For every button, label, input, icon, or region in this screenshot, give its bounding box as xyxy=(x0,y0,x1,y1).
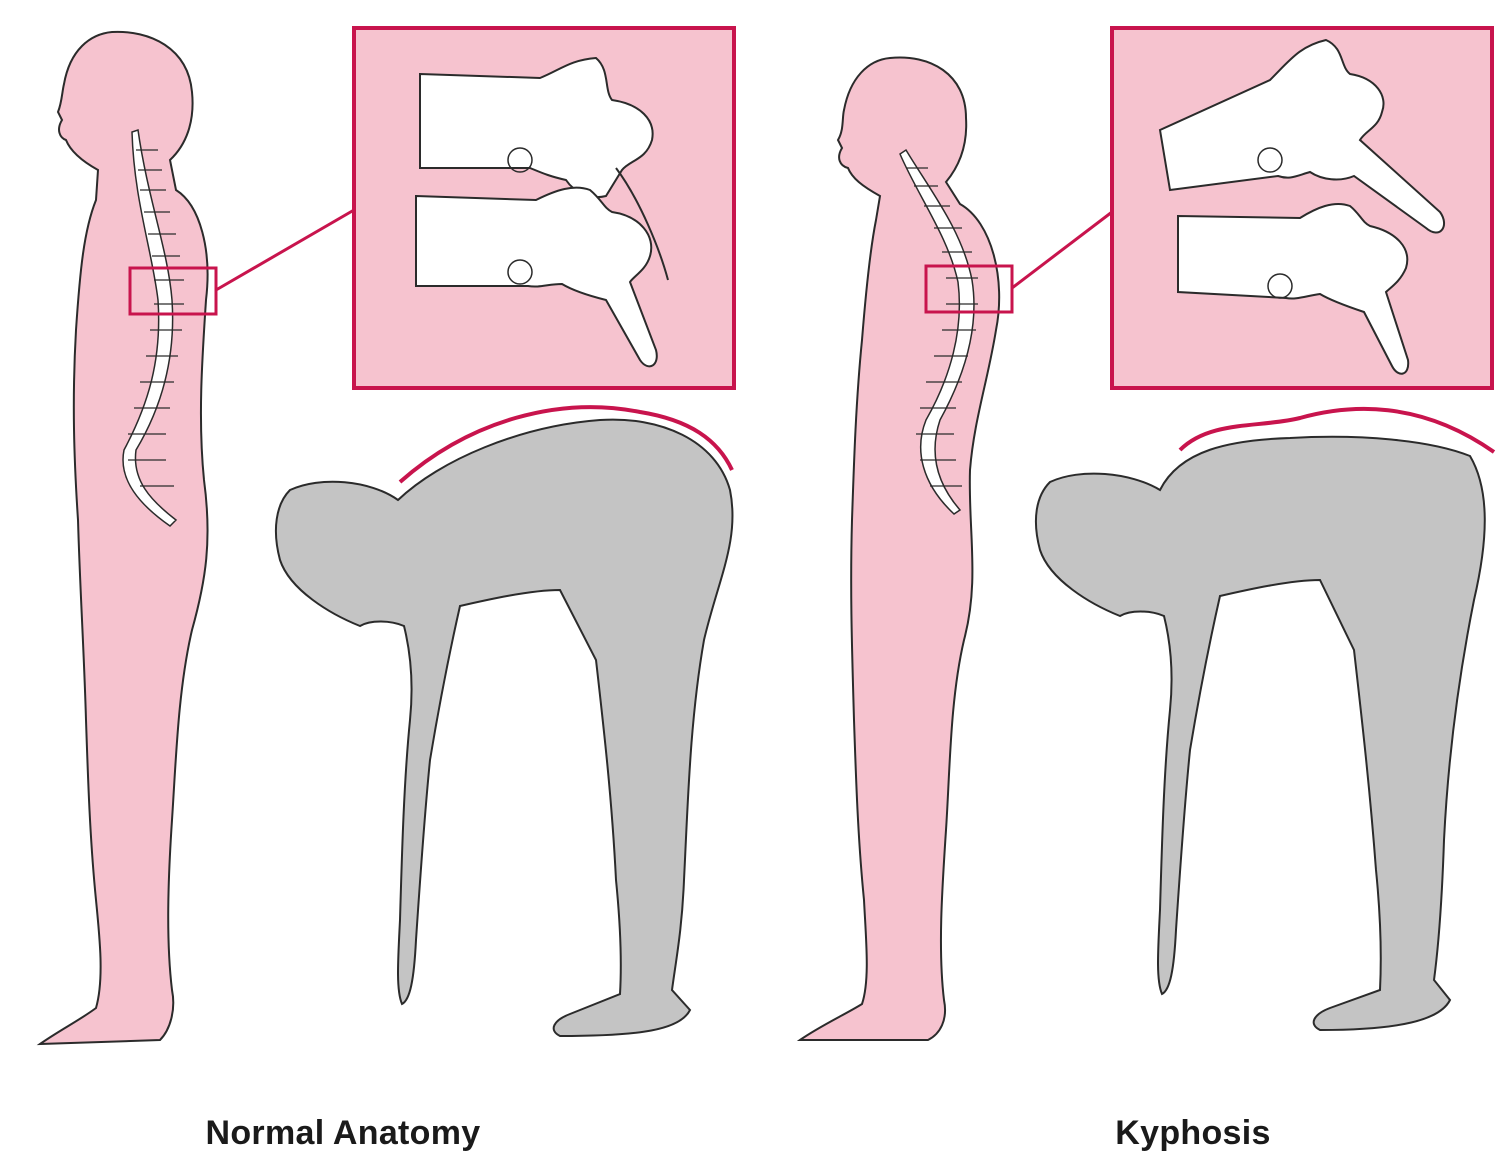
normal-bent-figure xyxy=(276,420,733,1036)
kyphosis-standing-figure xyxy=(800,58,999,1041)
kyphosis-panel xyxy=(800,28,1494,1040)
normal-callout-line xyxy=(216,210,354,290)
kyphosis-bent-figure xyxy=(1036,437,1485,1030)
normal-standing-figure xyxy=(40,32,208,1044)
normal-vertebra-inset xyxy=(354,28,734,388)
kyphosis-caption: Kyphosis xyxy=(1115,1114,1270,1153)
normal-panel xyxy=(40,28,734,1044)
kyphosis-vertebra-inset xyxy=(1112,28,1492,388)
kyphosis-callout-line xyxy=(1012,212,1112,288)
normal-anatomy-caption: Normal Anatomy xyxy=(206,1114,481,1153)
